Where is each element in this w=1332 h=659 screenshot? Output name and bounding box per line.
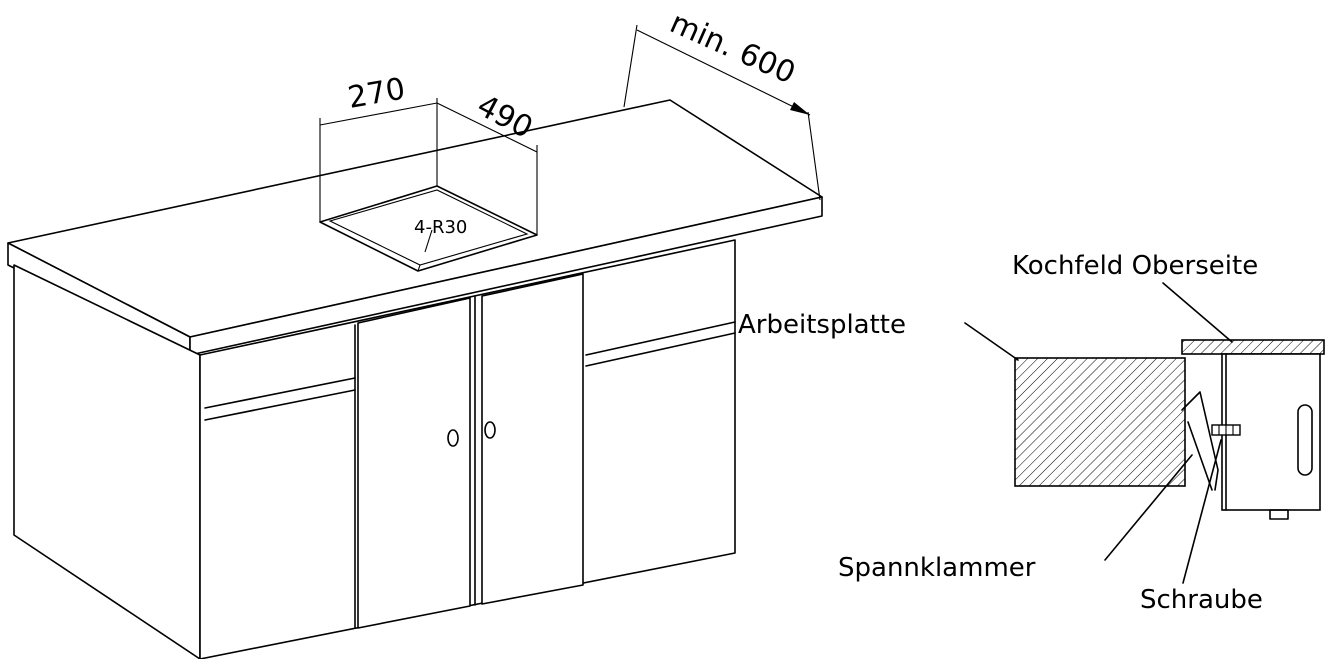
cutout-inner xyxy=(328,189,529,266)
radius-label: 4-R30 xyxy=(414,217,467,238)
cabinet-left-side xyxy=(13,264,201,659)
right-door xyxy=(481,273,584,605)
cabinet-drawing xyxy=(7,24,823,659)
label-kochfeld-oberseite: Kochfeld Oberseite xyxy=(1012,251,1258,281)
left-door-knob xyxy=(447,429,459,447)
label-arbeitsplatte: Arbeitsplatte xyxy=(738,310,906,340)
label-schraube: Schraube xyxy=(1140,585,1263,615)
section-detail xyxy=(964,282,1325,584)
right-door-knob xyxy=(484,421,496,439)
dimension-270: 270 xyxy=(345,71,407,115)
label-spannklammer: Spannklammer xyxy=(838,553,1036,583)
left-door xyxy=(357,297,471,629)
clamp-shape xyxy=(1181,391,1219,491)
dimension-min-600: min. 600 xyxy=(665,5,801,91)
worktop-side-edge xyxy=(189,196,823,356)
hob-vent-slot xyxy=(1297,404,1313,476)
worktop-section xyxy=(1014,357,1186,487)
hob-top-section xyxy=(1181,339,1325,355)
